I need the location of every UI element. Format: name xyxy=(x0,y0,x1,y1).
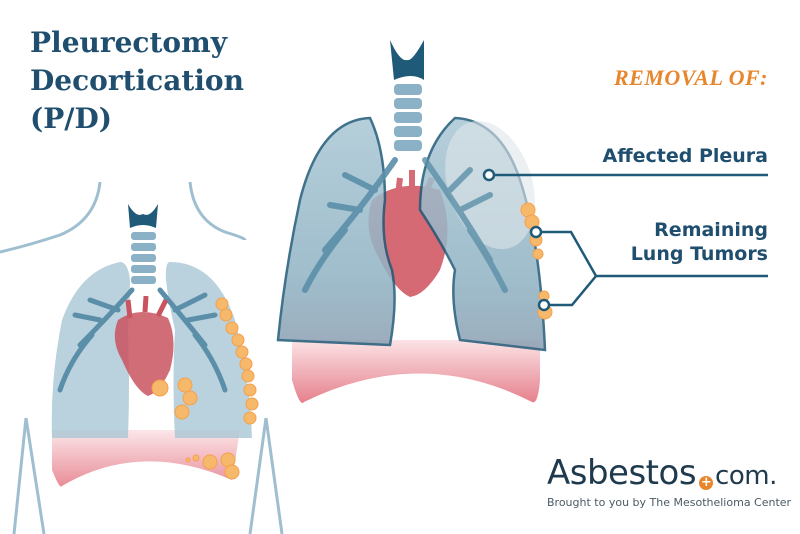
label-remaining-tumors: Remaining Lung Tumors xyxy=(631,218,768,266)
logo-tagline: Brought to you by The Mesothelioma Cente… xyxy=(547,496,792,509)
plus-icon: + xyxy=(699,475,714,490)
heart-left xyxy=(114,311,174,396)
callout-connectors xyxy=(482,168,768,312)
right-illustration xyxy=(276,40,553,404)
logo-name: Asbestos xyxy=(547,453,697,493)
logo-wordmark: Asbestos+com. xyxy=(547,455,791,494)
affected-pleura-region xyxy=(445,120,535,250)
logo-domain: com. xyxy=(715,461,777,491)
lung-right-side xyxy=(276,116,396,347)
trachea xyxy=(390,40,424,80)
pleura-marker xyxy=(482,168,496,182)
page-title: Pleurectomy Decortication (P/D) xyxy=(30,24,244,138)
label-remaining-tumors-line2: Lung Tumors xyxy=(630,243,768,265)
label-affected-pleura: Affected Pleura xyxy=(602,145,768,167)
label-remaining-tumors-line1: Remaining xyxy=(654,219,768,241)
left-illustration xyxy=(0,181,284,534)
title-line-1: Pleurectomy xyxy=(30,26,227,59)
asbestos-logo: Asbestos+com. Brought to you by The Meso… xyxy=(547,455,791,509)
diaphragm-right xyxy=(292,340,540,404)
body-outline-shoulder-right xyxy=(188,181,247,241)
title-line-3: (P/D) xyxy=(30,102,113,135)
title-line-2: Decortication xyxy=(30,64,244,97)
removal-heading: REMOVAL OF: xyxy=(613,65,768,90)
body-outline-shoulder-left xyxy=(0,181,102,254)
tumor-marker-2 xyxy=(537,298,551,312)
tumor-marker-1 xyxy=(529,225,543,239)
